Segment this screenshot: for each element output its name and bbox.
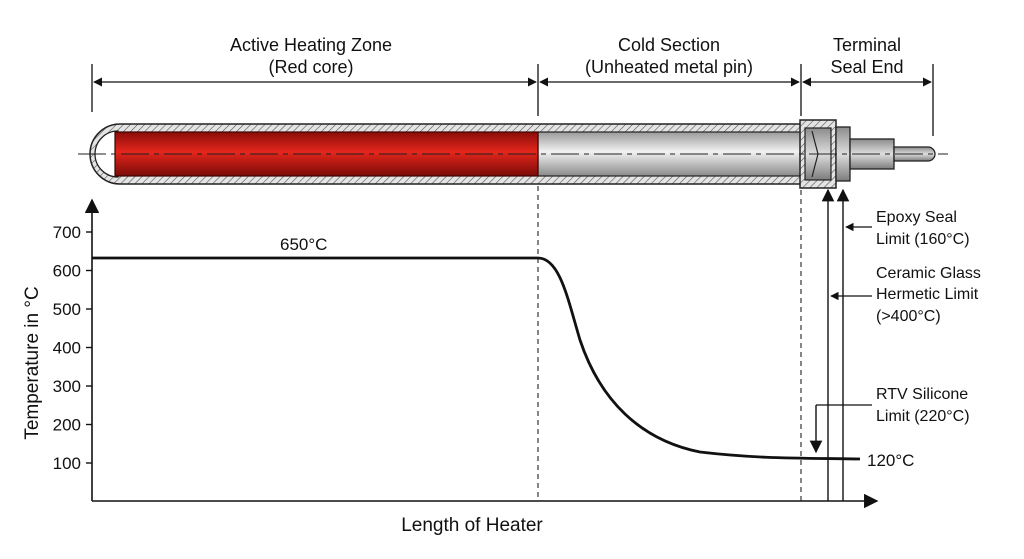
epoxy-limit-line1: Epoxy Seal	[876, 209, 957, 226]
y-tick-label: 700	[53, 223, 81, 242]
y-tick-label: 100	[53, 454, 81, 473]
peak-temperature-label: 650°C	[280, 235, 327, 254]
y-tick-label: 600	[53, 262, 81, 281]
y-ticks: 100 200 300 400 500 600 700	[53, 223, 92, 473]
y-tick-label: 200	[53, 416, 81, 435]
cold-section-title: Cold Section	[618, 35, 720, 55]
y-tick-label: 300	[53, 377, 81, 396]
boundary-guides	[537, 186, 802, 501]
y-axis-label: Temperature in °C	[22, 286, 43, 439]
epoxy-limit-line2: Limit (160°C)	[876, 231, 970, 248]
rtv-limit-line1: RTV Silicone	[876, 386, 968, 403]
active-zone-subtitle: (Red core)	[268, 57, 353, 77]
temperature-curve	[92, 256, 861, 461]
x-axis-label: Length of Heater	[401, 515, 543, 536]
limit-annotations: Ceramic Glass Hermetic Limit (>400°C) Ep…	[809, 188, 981, 501]
heater-tip-cavity	[94, 130, 119, 178]
y-tick-label: 500	[53, 300, 81, 319]
heater-cross-section	[78, 119, 948, 189]
y-tick-label: 400	[53, 339, 81, 358]
ceramic-limit-line3: (>400°C)	[876, 308, 941, 325]
rtv-limit-line2: Limit (220°C)	[876, 408, 970, 425]
ceramic-limit-line2: Hermetic Limit	[876, 286, 979, 303]
active-zone-title: Active Heating Zone	[230, 35, 392, 55]
zone-dimensions: Active Heating Zone (Red core) Cold Sect…	[91, 35, 934, 136]
terminal-zone-subtitle: Seal End	[830, 57, 903, 77]
terminal-zone-title: Terminal	[833, 35, 901, 55]
cold-section-subtitle: (Unheated metal pin)	[585, 57, 753, 77]
ceramic-limit-line1: Ceramic Glass	[876, 265, 981, 282]
end-temperature-label: 120°C	[867, 451, 914, 470]
